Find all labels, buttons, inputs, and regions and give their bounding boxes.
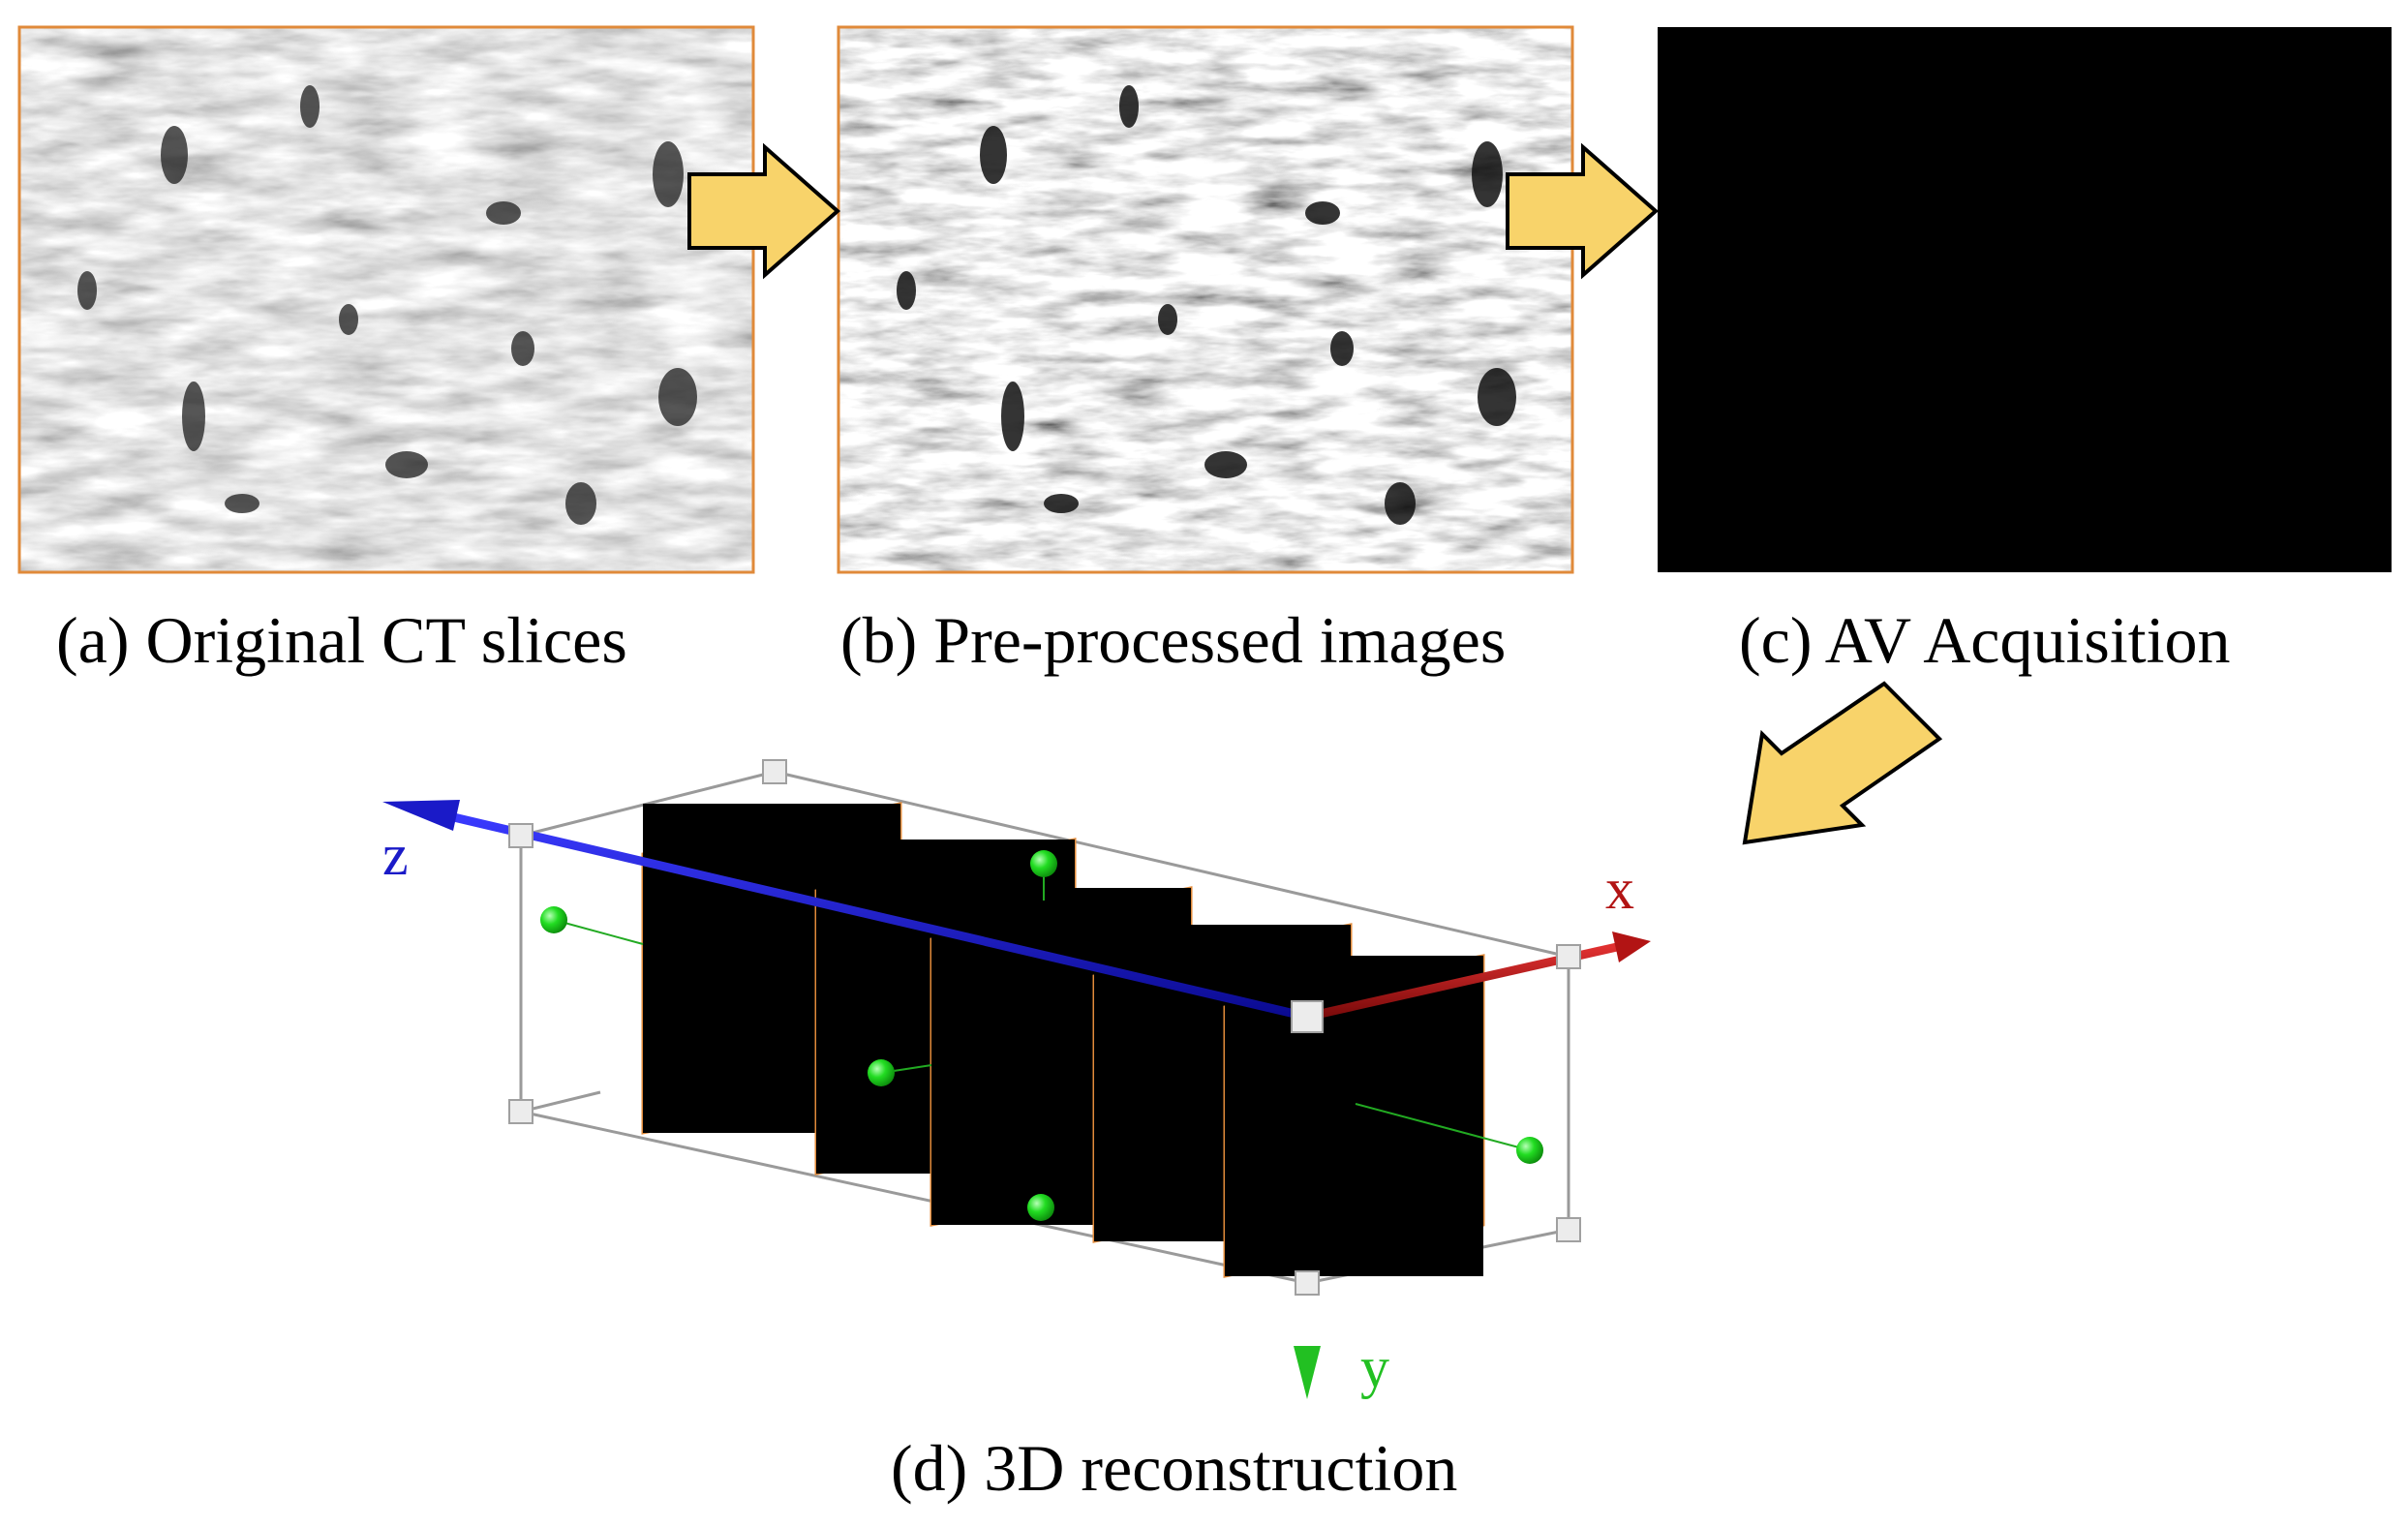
x-axis-label: x [1605,857,1634,921]
green-sphere-icon[interactable] [1516,1137,1543,1164]
flow-arrow-icon [687,142,841,280]
green-sphere-icon[interactable] [1030,850,1057,877]
panel-a-void-spots [77,85,697,525]
y-axis-label: y [1360,1335,1389,1399]
caption-panel-b: (b) Pre-processed images [840,603,1507,677]
panel-b-void-spots [897,85,1516,525]
caption-panel-a: (a) Original CT slices [56,603,627,677]
cube-handle-icon[interactable] [1556,944,1581,969]
panel-b-preprocessed [837,25,1574,574]
panel-a-frame [17,25,755,574]
panel-b-image [838,27,1572,572]
z-axis-label: z [382,823,409,887]
panel-b-frame [837,25,1574,574]
green-sphere-icon[interactable] [868,1059,895,1086]
cube-handle-icon[interactable] [1556,1217,1581,1242]
caption-panel-c: (c) AV Acquisition [1739,603,2231,677]
green-sphere-icon[interactable] [540,906,567,933]
cube-handle-icon[interactable] [762,759,787,784]
panel-d-3d-reconstruction: z x y [382,759,1651,1399]
z-axis[interactable] [382,800,1309,1022]
panel-c-binary-voids [1658,27,2392,572]
flow-arrow-icon [1506,142,1660,280]
panel-a-image [19,27,753,572]
cube-handle-icon[interactable] [1291,1000,1324,1033]
cube-handle-icon[interactable] [508,823,533,848]
panel-c-av-acquisition [1658,27,2392,572]
green-sphere-icon[interactable] [1027,1194,1054,1221]
cube-handle-icon[interactable] [508,1099,533,1124]
cube-handle-icon[interactable] [1295,1270,1320,1296]
caption-panel-d: (d) 3D reconstruction [891,1431,1458,1505]
panel-a-original-ct [17,25,755,574]
flow-arrow-icon [1742,681,1943,845]
slice-5 [1223,954,1485,1278]
